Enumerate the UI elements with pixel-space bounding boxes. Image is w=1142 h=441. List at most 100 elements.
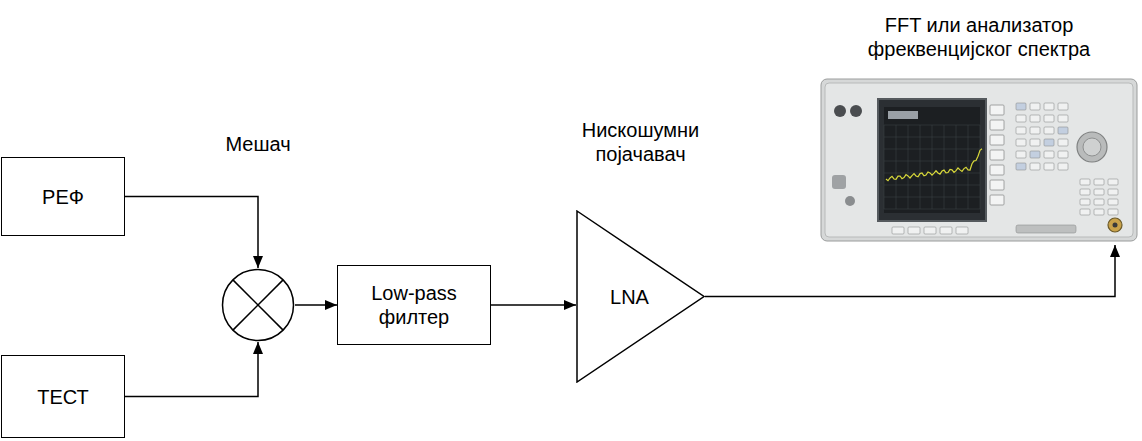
- screen-grid: [884, 125, 980, 126]
- key-button: [1094, 179, 1104, 185]
- node-heading: Мешач: [188, 132, 328, 156]
- key-button: [940, 227, 952, 234]
- screen-grid: [884, 125, 885, 209]
- analyzer-body: [821, 79, 1137, 241]
- key-button: [1058, 115, 1068, 122]
- analyzer-illustration: [821, 79, 1137, 241]
- key-button: [1058, 139, 1068, 146]
- key-button: [1044, 115, 1054, 122]
- key-button: [1044, 151, 1054, 158]
- node-label: РЕФ: [42, 185, 84, 209]
- key-button: [1080, 179, 1090, 185]
- key-button: [1094, 199, 1104, 205]
- soft-key: [990, 195, 1004, 205]
- key-button: [1044, 127, 1054, 134]
- key-button: [1016, 139, 1026, 146]
- text-area: Low-pass филтер: [338, 266, 490, 344]
- key-button: [1030, 139, 1040, 146]
- key-button: [1094, 209, 1104, 215]
- soft-key: [990, 180, 1004, 190]
- node-heading: Нискошумни појачавач: [571, 118, 711, 166]
- source-box: РЕФ: [1, 157, 125, 236]
- key-button: [1016, 115, 1026, 122]
- control-button: [850, 105, 862, 117]
- screen-grid: [884, 137, 980, 138]
- node-label: ТЕСТ: [37, 385, 89, 409]
- key-button: [1080, 189, 1090, 195]
- power-switch: [832, 175, 846, 189]
- mixer-circle: [223, 270, 294, 341]
- analyzer-panel: [825, 83, 1133, 237]
- screen-area: [884, 107, 980, 213]
- node-label: Low-pass филтер: [362, 281, 466, 329]
- screen-grid: [884, 149, 980, 150]
- screen-grid: [884, 173, 980, 174]
- key-button: [1108, 179, 1118, 185]
- tuning-knob: [1077, 132, 1107, 162]
- soft-key: [990, 105, 1004, 115]
- signal-arrow: [125, 342, 258, 397]
- signal-arrow: [491, 304, 576, 306]
- key-button: [1108, 189, 1118, 195]
- soft-key: [990, 135, 1004, 145]
- signal-arrow: [705, 245, 1115, 297]
- screen-grid: [956, 125, 957, 209]
- analyzer-screen: [878, 99, 986, 221]
- key-button: [1108, 199, 1118, 205]
- filter-box: Low-pass филтер: [337, 265, 491, 345]
- key-button: [1058, 127, 1068, 134]
- key-button: [1016, 163, 1026, 170]
- node-label: LNA: [610, 285, 649, 309]
- screen-grid: [884, 197, 980, 198]
- mixer-symbol-outline: [221, 268, 295, 342]
- mixer-symbol: Мешач: [221, 268, 295, 342]
- key-button: [1080, 199, 1090, 205]
- key-button: [1044, 163, 1054, 170]
- soft-key: [990, 150, 1004, 160]
- control-button: [834, 105, 846, 117]
- disk-slot: [1016, 225, 1076, 233]
- screen-grid: [908, 125, 909, 209]
- spectrum-analyzer-outline: [820, 75, 1138, 245]
- text-area: LNA: [576, 210, 705, 383]
- mixer-cross: [233, 280, 283, 330]
- screen-grid: [920, 125, 921, 209]
- spectrum-analyzer: FFT или анализатор фреквенцијског спектр…: [820, 75, 1138, 245]
- key-button: [1044, 139, 1054, 146]
- source-box: ТЕСТ: [1, 355, 125, 438]
- signal-arrow: [295, 304, 337, 306]
- key-button: [1030, 163, 1040, 170]
- key-button: [1016, 127, 1026, 134]
- key-button: [1030, 151, 1040, 158]
- key-button: [1058, 103, 1068, 110]
- key-button: [1044, 103, 1054, 110]
- soft-key: [990, 120, 1004, 130]
- key-button: [1080, 209, 1090, 215]
- key-button: [1108, 209, 1118, 215]
- screen-grid: [968, 125, 969, 209]
- text-area: РЕФ: [2, 158, 124, 235]
- amplifier-symbol: Нискошумни појачавачLNA: [576, 210, 705, 383]
- screen-grid: [896, 125, 897, 209]
- screen-header: [888, 111, 918, 119]
- mixer-cross: [233, 280, 283, 330]
- node-heading: FFT или анализатор фреквенцијског спектр…: [854, 13, 1104, 61]
- screen-grid: [884, 185, 980, 186]
- key-button: [1058, 163, 1068, 170]
- screen-grid: [932, 125, 933, 209]
- key-button: [1058, 151, 1068, 158]
- signal-arrow: [125, 197, 258, 269]
- key-button: [1094, 189, 1104, 195]
- rf-input-connector: [1113, 223, 1118, 228]
- rf-input-connector: [1108, 218, 1122, 232]
- text-area: ТЕСТ: [2, 356, 124, 437]
- key-button: [924, 227, 936, 234]
- key-button: [956, 227, 968, 234]
- screen-grid: [980, 125, 981, 209]
- spectrum-trace: [886, 149, 982, 181]
- key-button: [1016, 103, 1026, 110]
- key-button: [1030, 103, 1040, 110]
- screen-grid: [884, 161, 980, 162]
- key-button: [1030, 115, 1040, 122]
